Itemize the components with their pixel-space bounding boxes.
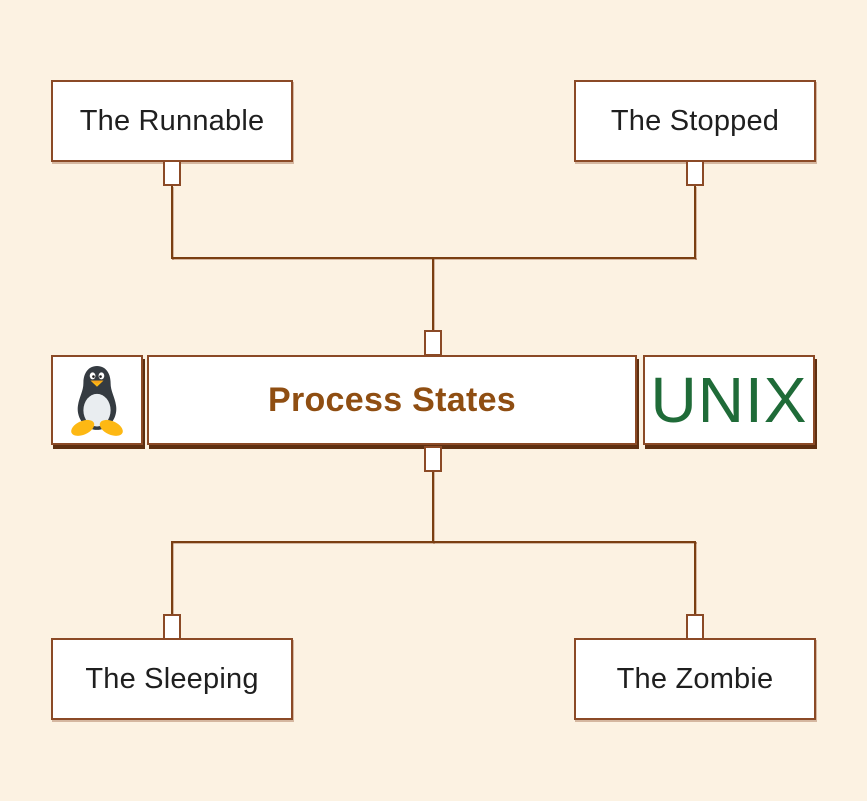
node-the-runnable: The Runnable xyxy=(51,80,293,162)
connector-line-stopped-down xyxy=(694,186,696,259)
connector-port-sleeping xyxy=(163,614,181,640)
connector-line-zombie-up xyxy=(694,541,696,615)
unix-badge-box: UNIX xyxy=(643,355,815,445)
connector-line-bottom-horizontal xyxy=(171,541,696,543)
linux-badge-box xyxy=(51,355,143,445)
connector-port-runnable xyxy=(163,160,181,186)
node-label: The Zombie xyxy=(616,662,774,695)
connector-line-runnable-down xyxy=(171,186,173,259)
process-states-title-box: Process States xyxy=(147,355,637,445)
node-label: The Stopped xyxy=(610,104,780,137)
connector-port-center-top xyxy=(424,330,442,356)
connector-port-stopped xyxy=(686,160,704,186)
connector-line-center-up xyxy=(432,257,434,331)
node-label: The Sleeping xyxy=(85,662,259,695)
node-label: The Runnable xyxy=(79,104,265,137)
diagram-title: Process States xyxy=(267,380,516,419)
connector-line-center-down xyxy=(432,471,434,543)
connector-line-sleeping-up xyxy=(171,541,173,615)
connector-port-zombie xyxy=(686,614,704,640)
node-the-stopped: The Stopped xyxy=(574,80,816,162)
unix-label: UNIX xyxy=(650,364,808,436)
connector-port-center-bottom xyxy=(424,446,442,472)
tux-penguin-icon xyxy=(62,361,132,439)
node-the-zombie: The Zombie xyxy=(574,638,816,720)
node-the-sleeping: The Sleeping xyxy=(51,638,293,720)
